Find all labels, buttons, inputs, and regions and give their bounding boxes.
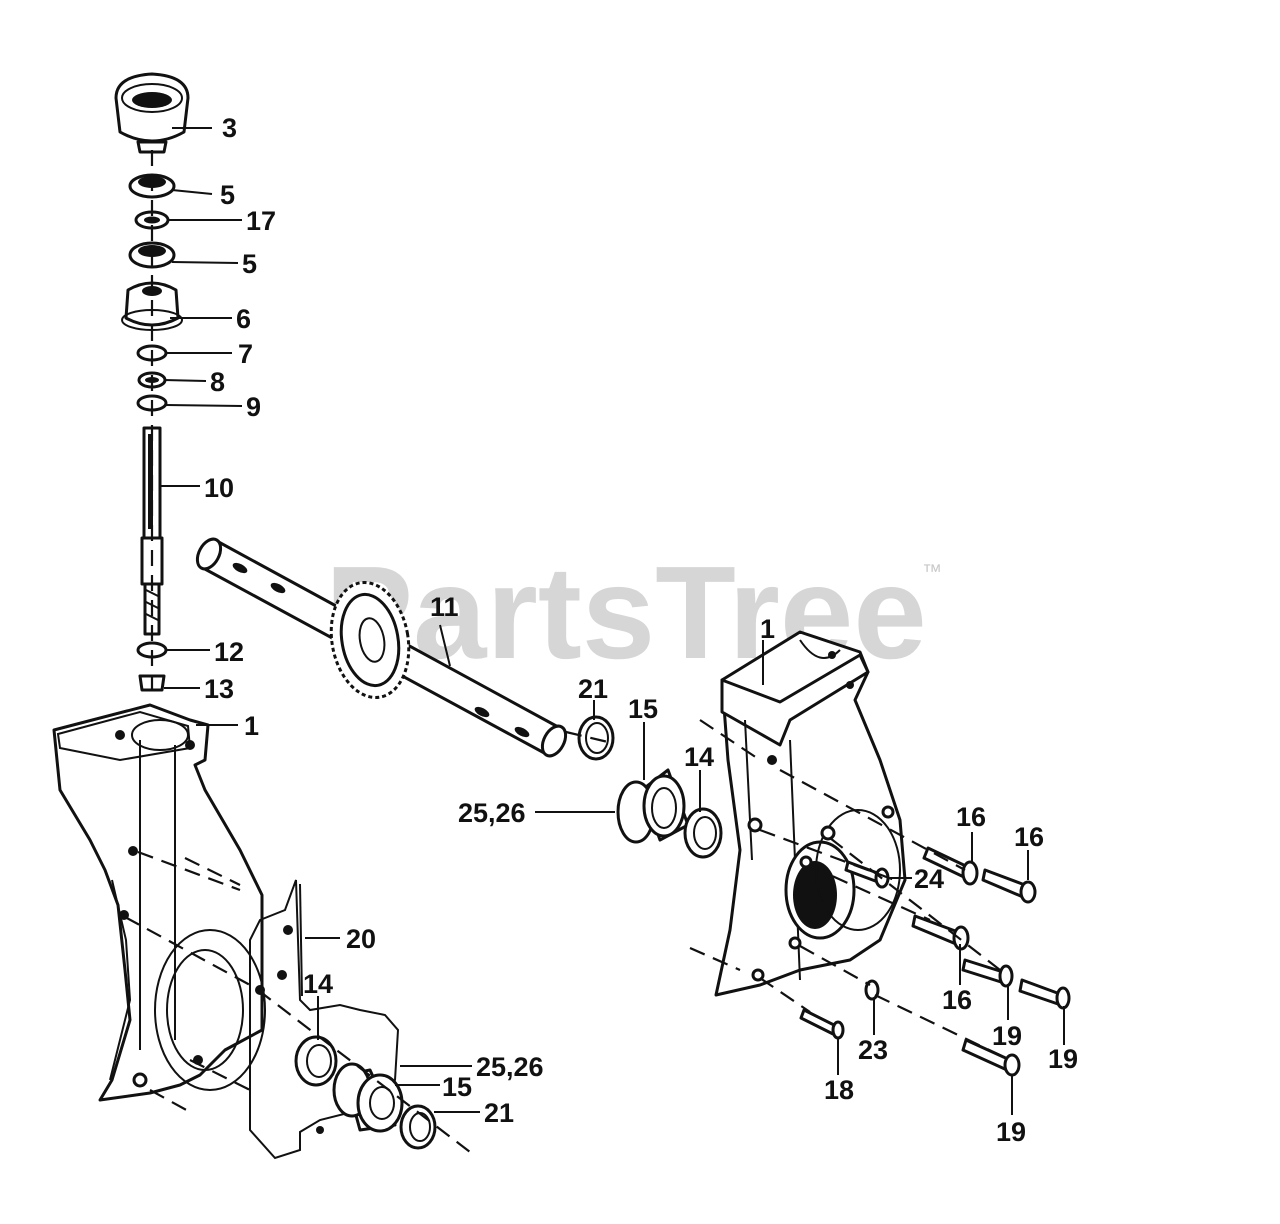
- callout-19-c: 19: [996, 1117, 1026, 1147]
- callout-25-26-upper: 25,26: [458, 798, 526, 828]
- callout-24: 24: [914, 864, 944, 894]
- callout-19-a: 19: [992, 1021, 1022, 1051]
- cap-part-3: [114, 72, 190, 154]
- callout-14-lower: 14: [303, 969, 333, 999]
- callout-3: 3: [222, 113, 237, 143]
- right-housing-part-1: [714, 630, 907, 997]
- screw-part-18: [799, 1008, 845, 1040]
- leader-lines: [160, 127, 1065, 1115]
- callout-7: 7: [238, 339, 253, 369]
- callout-17: 17: [246, 206, 276, 236]
- callout-1-left: 1: [244, 711, 259, 741]
- callout-13: 13: [204, 674, 234, 704]
- callout-14-upper: 14: [684, 742, 714, 772]
- watermark-trademark: ™: [922, 561, 942, 583]
- callout-labels: 3 5 17 5 6 7 8 9 10 12 13 1 11 1 21 15 1…: [204, 113, 1078, 1147]
- callout-18: 18: [824, 1075, 854, 1105]
- bolt-part-16-upper: [922, 846, 979, 886]
- callout-9: 9: [246, 392, 261, 422]
- callout-5-lower: 5: [242, 249, 257, 279]
- left-housing-part-1: [52, 703, 266, 1102]
- callout-5-upper: 5: [220, 180, 235, 210]
- callout-12: 12: [214, 637, 244, 667]
- callout-15-upper: 15: [628, 694, 658, 724]
- vertical-shaft-assembly: [114, 72, 190, 692]
- callout-10: 10: [204, 473, 234, 503]
- callout-16-a: 16: [956, 802, 986, 832]
- seal-part-21-upper: [577, 715, 615, 761]
- callout-11: 11: [430, 592, 459, 622]
- bolt-part-19-b: [1018, 978, 1071, 1010]
- bolt-part-19-a: [961, 958, 1014, 988]
- callout-19-b: 19: [1048, 1044, 1078, 1074]
- callout-1-right: 1: [760, 614, 775, 644]
- seal-part-14-lower: [294, 1035, 338, 1087]
- housing-part-15-lower: [332, 1062, 404, 1133]
- plug-part-16-right: [981, 868, 1037, 904]
- callout-21-lower: 21: [484, 1098, 514, 1128]
- seal-part-21-lower: [399, 1104, 437, 1150]
- gasket-part-20: [249, 879, 400, 1160]
- callout-15-lower: 15: [442, 1072, 472, 1102]
- seal-part-14-upper: [683, 807, 723, 859]
- bearing-set-right: [577, 715, 723, 859]
- callout-16-c: 16: [942, 985, 972, 1015]
- bearing-set-left: [294, 1035, 437, 1150]
- axle-shaft-part-11: [195, 537, 568, 758]
- callout-20: 20: [346, 924, 376, 954]
- callout-21-upper: 21: [578, 674, 608, 704]
- alignment-lines: [124, 150, 1011, 1153]
- callout-16-b: 16: [1014, 822, 1044, 852]
- housing-part-15-upper: [616, 768, 690, 844]
- callout-6: 6: [236, 304, 251, 334]
- callout-25-26-lower: 25,26: [476, 1052, 544, 1082]
- bearing-part-5-lower: [128, 241, 176, 269]
- callout-8: 8: [210, 367, 225, 397]
- callout-23: 23: [858, 1035, 888, 1065]
